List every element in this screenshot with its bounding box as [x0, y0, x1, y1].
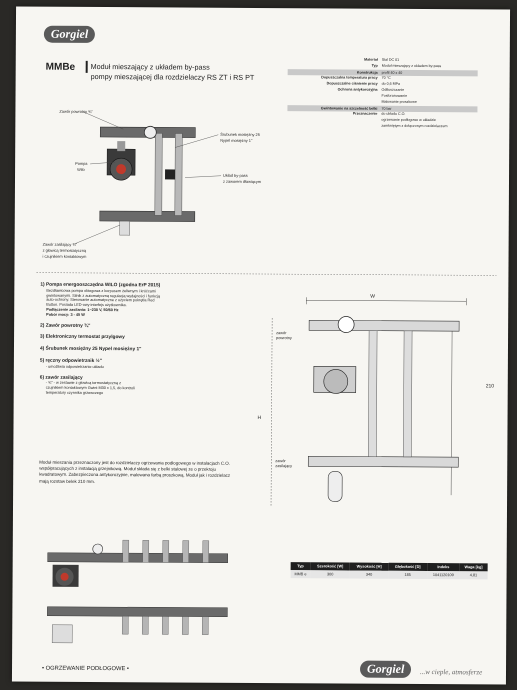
table-header-cell: Indeks — [427, 563, 460, 572]
list-item: 5) ręczny odpowietrznik ½"- umożliwia od… — [40, 359, 240, 371]
dim-spacing: 210 — [485, 383, 495, 390]
leader-lines — [36, 111, 497, 276]
list-item-line: temperatury czynnika grzewczego — [45, 390, 104, 395]
dim-supply-label: zawór zasilający — [275, 458, 293, 469]
list-item-title: 2) Zawór powrotny ¾" — [40, 323, 91, 329]
table-header-cell: Szerokość [W] — [310, 562, 351, 571]
list-item: 4) Śrubunek mosiężny 25 Nypel mosiężny 1… — [40, 347, 240, 354]
list-item-title: 5) ręczny odpowietrznik ½" — [39, 358, 102, 364]
list-item-title: 3) Elektroniczny termostat przylgowy — [40, 335, 125, 341]
footer-category: • OGRZEWANIE PODŁOGOWE • — [42, 665, 129, 673]
dim-w: W — [370, 293, 376, 300]
list-item-title: 1) Pompa energooszczędna WILO (zgodna Er… — [40, 282, 161, 289]
footer-slogan: ...w cieple, atmosferze — [419, 667, 483, 677]
table-header-cell: Waga [kg] — [459, 563, 488, 572]
table-cell: 185 — [388, 570, 428, 580]
list-item: 3) Elektroniczny termostat przylgowy — [40, 335, 240, 342]
table-header-cell: Głębokość [D] — [388, 562, 428, 572]
distributor-illustration — [47, 539, 228, 644]
dim-return-label: zawór powrotny — [276, 330, 292, 341]
list-item: 2) Zawór powrotny ¾" — [40, 323, 240, 330]
module-illustration-top — [99, 125, 196, 236]
document-page: Gorgiel MMBe Moduł mieszający z układem … — [11, 6, 511, 685]
list-item-line: - umożliwia odpowietrzanie układu — [45, 364, 104, 369]
feature-list: 1) Pompa energooszczędna WILO (zgodna Er… — [40, 283, 241, 403]
table-cell: MMB e — [290, 570, 311, 579]
list-item-title: 6) zawór zasilający — [39, 375, 83, 381]
list-item: 6) zawór zasilający- ¾" - w zestawie z g… — [40, 375, 240, 396]
list-item: 1) Pompa energooszczędna WILO (zgodna Er… — [40, 283, 240, 319]
table-cell: 4,81 — [459, 571, 488, 580]
table-header-cell: Wysokość [H] — [350, 562, 389, 571]
dim-h: H — [257, 414, 262, 422]
table-cell: 300 — [310, 570, 351, 579]
footer-brand-logo: Gorgiel — [359, 660, 412, 678]
description-paragraph: Moduł mieszania przeznaczony jest do roz… — [39, 459, 231, 484]
list-item-spec: Pobór mocy: 3 - 45 W — [46, 312, 85, 317]
table-header-cell: Typ — [290, 562, 311, 571]
table-cell: 1041120109 — [427, 571, 460, 580]
list-item-title: 4) Śrubunek mosiężny 25 Nypel mosiężny 1… — [39, 346, 142, 353]
dimension-drawing — [270, 297, 467, 507]
table-cell: 340 — [350, 570, 389, 579]
